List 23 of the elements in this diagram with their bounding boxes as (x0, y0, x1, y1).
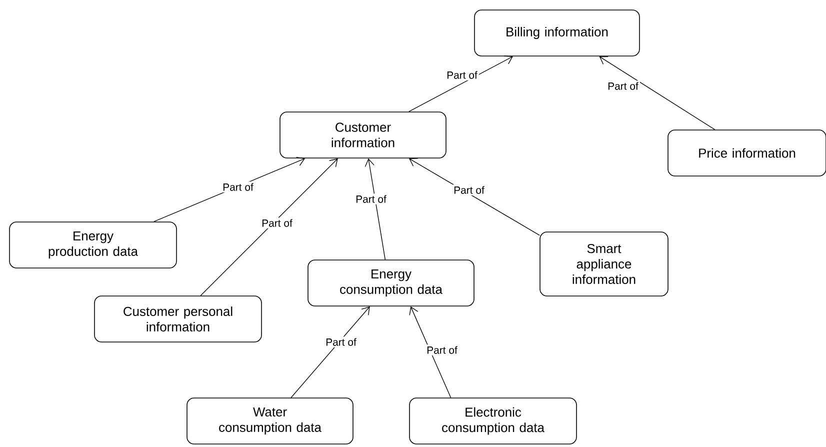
edge-label: Part of (425, 344, 459, 356)
arrow (599, 56, 716, 130)
edge-label: Part of (354, 194, 388, 204)
arrow (200, 158, 338, 296)
process-box: Price information (668, 130, 826, 176)
arrow (364, 158, 386, 260)
edge-label: Part of (221, 182, 255, 192)
edge-label: Part of (606, 80, 640, 92)
process-box: Water consumption data (186, 398, 354, 444)
process-box: Energy production data (9, 222, 177, 268)
process-box: Electronic consumption data (409, 398, 577, 444)
arrow (408, 56, 513, 112)
process-box: Customer information (280, 112, 446, 158)
edge-label: Part of (260, 218, 294, 228)
arrow (409, 306, 452, 398)
process-box: Smart appliance information (540, 232, 668, 296)
process-box: Energy consumption data (308, 260, 474, 306)
edge-label: Part of (452, 184, 486, 196)
process-box: Customer personal information (94, 296, 262, 342)
edge-label: Part of (445, 70, 479, 80)
edge-label: Part of (324, 336, 358, 348)
process-box: Billing information (474, 10, 640, 56)
arrow (290, 306, 370, 398)
